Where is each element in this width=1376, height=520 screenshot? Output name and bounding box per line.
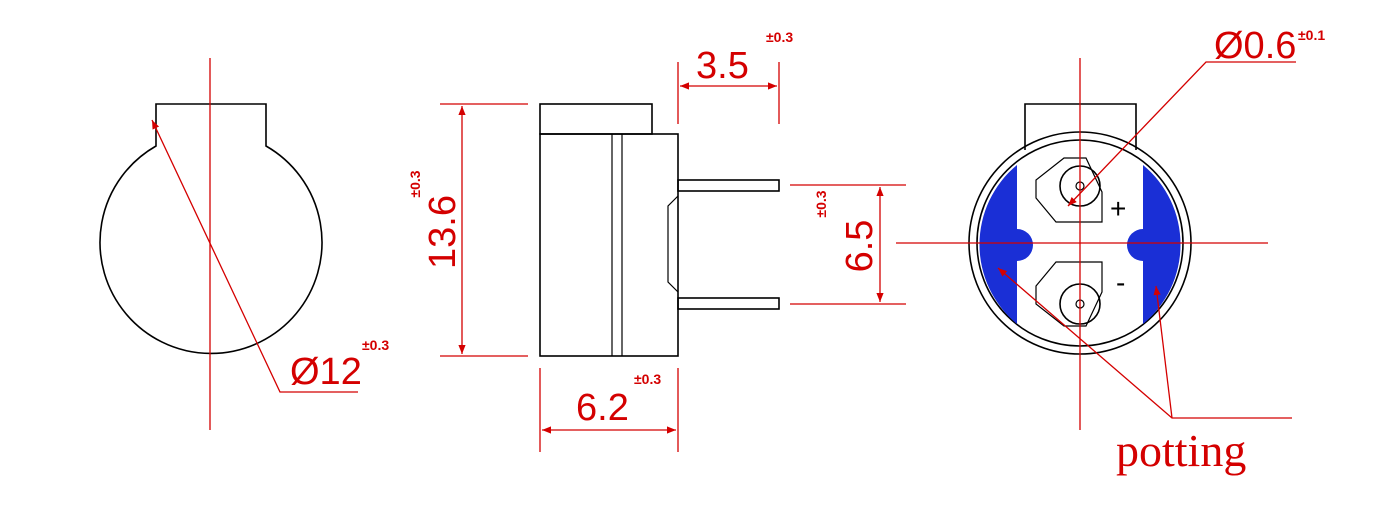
height-value: 13.6 (422, 195, 464, 269)
pin-length-value: 3.5 (696, 45, 749, 87)
lower-pin (677, 297, 780, 310)
pin-diameter-leader (1067, 61, 1296, 207)
lower-terminal-pad (1035, 261, 1103, 327)
minus-sign: - (1116, 267, 1125, 298)
side-view-body (539, 133, 679, 357)
pin-length-tolerance: ±0.3 (766, 29, 793, 45)
side-view: 13.6 ±0.3 3.5 ±0.3 6.5 ±0.3 6.2 ±0.3 (407, 29, 906, 452)
depth-tolerance: ±0.3 (634, 371, 661, 387)
plus-sign: + (1110, 193, 1126, 224)
spacing-value: 6.5 (839, 220, 881, 273)
top-view-body-outline (99, 103, 323, 355)
diameter-tolerance: ±0.3 (362, 337, 389, 353)
potting-leader-right (1153, 285, 1173, 419)
top-view: Ø12 ±0.3 (99, 58, 389, 430)
spacing-tolerance: ±0.3 (813, 190, 829, 217)
upper-pin (677, 179, 780, 192)
height-tolerance: ±0.3 (407, 170, 423, 197)
side-view-step (667, 195, 679, 293)
pin-diameter-tolerance: ±0.1 (1298, 27, 1325, 43)
side-view-cap (539, 103, 653, 135)
upper-terminal-pad (1035, 157, 1103, 223)
pin-diameter-value: Ø0.6 (1214, 25, 1296, 67)
diameter-value: Ø12 (290, 351, 362, 393)
depth-value: 6.2 (576, 387, 629, 429)
potting-left (979, 165, 1033, 324)
bottom-view: + - Ø0.6 ±0.1 potting (896, 25, 1325, 476)
potting-label: potting (1116, 425, 1246, 476)
potting-right (1127, 165, 1181, 324)
diameter-leader (151, 119, 358, 393)
